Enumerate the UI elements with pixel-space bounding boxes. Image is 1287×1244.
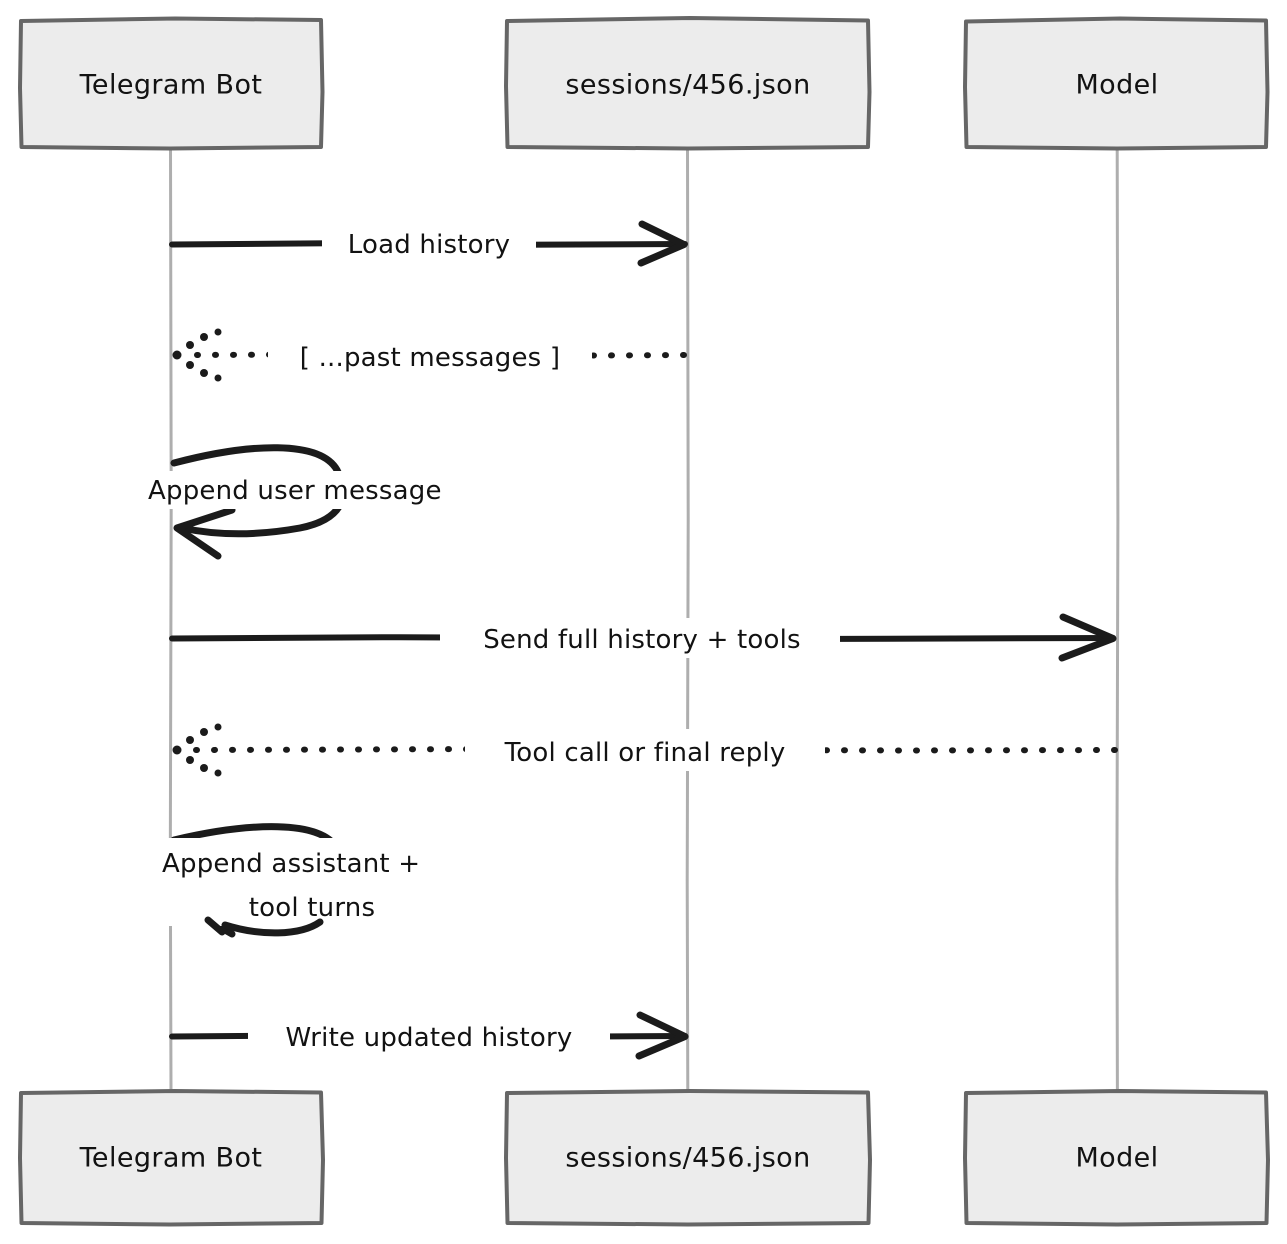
message-append-assistant-tool-turns-tick bbox=[204, 916, 226, 936]
message-past-messages[interactable]: [ ...past messages ] bbox=[172, 328, 689, 382]
lifeline-bot bbox=[168, 147, 173, 1093]
message-load-history-label-bg bbox=[322, 225, 536, 263]
message-past-messages-label: [ ...past messages ] bbox=[300, 343, 560, 373]
message-send-full-history-arrowhead bbox=[1058, 613, 1117, 662]
message-append-user-message-label-bg bbox=[148, 471, 478, 509]
actor-label-model-top: Model bbox=[1075, 70, 1158, 101]
actor-box-session-bottom[interactable]: sessions/456.json bbox=[504, 1089, 872, 1227]
message-append-assistant-tool-turns[interactable]: Append assistant + tool turns bbox=[148, 823, 478, 938]
actor-label-bot-bottom: Telegram Bot bbox=[79, 1143, 263, 1174]
actor-label-bot-top: Telegram Bot bbox=[79, 70, 263, 101]
actor-box-bot-bottom[interactable]: Telegram Bot bbox=[18, 1089, 325, 1227]
message-append-user-message[interactable]: Append user message bbox=[148, 444, 478, 560]
message-send-full-history-label: Send full history + tools bbox=[483, 625, 801, 655]
actor-box-session-top[interactable]: sessions/456.json bbox=[504, 16, 872, 151]
message-send-full-history[interactable]: Send full history + tools bbox=[169, 613, 1117, 662]
actor-box-bot-bottom-shape bbox=[18, 1089, 325, 1227]
message-past-messages-label-bg bbox=[268, 334, 592, 376]
actor-box-model-bottom[interactable]: Model bbox=[963, 1089, 1270, 1227]
actor-box-bot-top[interactable]: Telegram Bot bbox=[18, 16, 325, 151]
message-write-updated-history[interactable]: Write updated history bbox=[169, 1011, 689, 1060]
actor-box-model-top[interactable]: Model bbox=[963, 16, 1270, 151]
actor-box-model-bottom-shape bbox=[963, 1089, 1270, 1227]
actor-box-session-bottom-shape bbox=[504, 1089, 872, 1227]
message-write-updated-history-arrowhead bbox=[635, 1011, 689, 1060]
message-tool-call-reply-label-bg bbox=[465, 729, 825, 771]
message-tool-call-reply-label: Tool call or final reply bbox=[504, 738, 786, 768]
message-append-user-message-arrowhead bbox=[173, 506, 236, 560]
actor-box-model-top-shape bbox=[963, 16, 1270, 151]
actor-label-model-bottom: Model bbox=[1075, 1143, 1158, 1174]
message-past-messages-arrowhead bbox=[172, 328, 222, 382]
message-write-updated-history-label-bg bbox=[248, 1016, 610, 1056]
message-append-user-message-label: Append user message bbox=[148, 476, 442, 506]
message-send-full-history-label-bg bbox=[440, 618, 840, 658]
lifeline-model bbox=[1115, 147, 1120, 1093]
message-load-history[interactable]: Load history bbox=[169, 220, 688, 267]
actor-box-session-top-shape bbox=[504, 16, 872, 151]
message-write-updated-history-label: Write updated history bbox=[286, 1023, 573, 1053]
message-append-assistant-tool-turns-label: Append assistant + bbox=[162, 849, 420, 879]
actor-box-bot-top-shape bbox=[18, 16, 325, 151]
message-tool-call-reply-arrowhead bbox=[172, 723, 222, 777]
lifeline-session bbox=[685, 147, 690, 1093]
message-load-history-arrowhead bbox=[637, 220, 688, 267]
message-load-history-label: Load history bbox=[348, 230, 510, 260]
lifelines-group bbox=[168, 147, 1120, 1093]
message-append-assistant-tool-turns-label-line2: tool turns bbox=[249, 893, 375, 923]
message-append-assistant-tool-turns-loop-visible bbox=[221, 918, 324, 937]
actor-label-session-top: sessions/456.json bbox=[565, 70, 810, 101]
actor-label-session-bottom: sessions/456.json bbox=[565, 1143, 810, 1174]
message-tool-call-reply[interactable]: Tool call or final reply bbox=[172, 723, 1118, 777]
message-append-assistant-tool-turns-label-bg bbox=[148, 838, 478, 926]
